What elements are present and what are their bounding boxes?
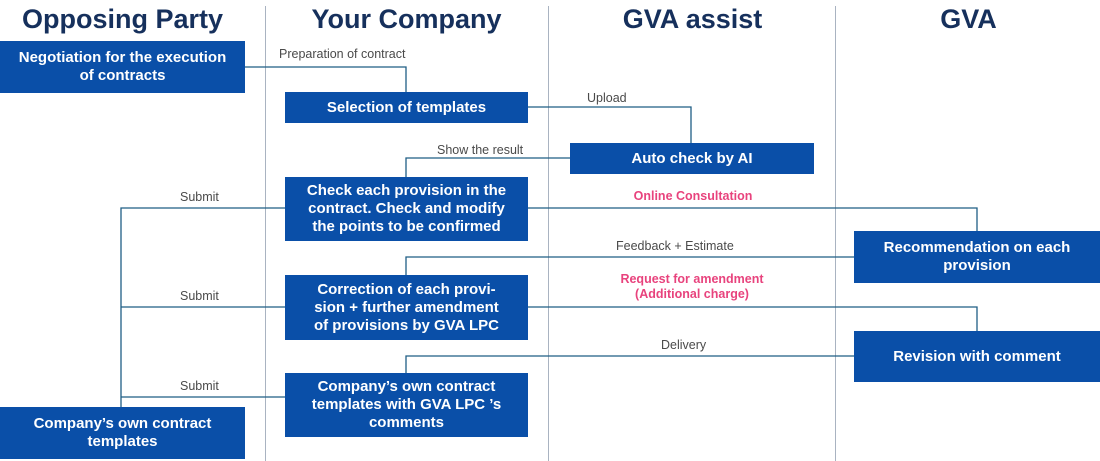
lane-divider (835, 6, 836, 461)
label-submit-1: Submit (180, 190, 219, 204)
connector-feedback (405, 256, 854, 275)
label-submit-2: Submit (180, 289, 219, 303)
label-online-consultation: Online Consultation (633, 189, 753, 203)
connector-preparation (245, 66, 407, 92)
lane-header-your-company: Your Company (311, 4, 502, 34)
label-upload: Upload (587, 91, 627, 105)
lane-divider (265, 6, 266, 461)
connector-show-result (405, 157, 570, 177)
box-correction: Correction of each provi- sion + further… (285, 275, 528, 340)
box-own-templates-company: Company’s own contract templates with GV… (285, 373, 528, 437)
box-negotiation: Negotiation for the execution of contrac… (0, 41, 245, 93)
label-preparation: Preparation of contract (279, 47, 406, 61)
label-request-amendment: Request for amendment (Additional charge… (620, 272, 764, 301)
lane-header-opposing-party: Opposing Party (21, 4, 224, 34)
box-recommendation: Recommendation on each provision (854, 231, 1100, 283)
box-check-provision: Check each provision in the contract. Ch… (285, 177, 528, 241)
lane-divider (548, 6, 549, 461)
box-own-templates-party: Company’s own contract templates (0, 407, 245, 459)
box-revision: Revision with comment (854, 331, 1100, 382)
connector-online-consultation (528, 207, 978, 231)
box-auto-check: Auto check by AI (570, 143, 814, 174)
label-delivery: Delivery (661, 338, 707, 352)
connector-delivery (405, 355, 854, 373)
label-show-result: Show the result (437, 143, 524, 157)
connector-upload (500, 106, 692, 143)
label-feedback-estimate: Feedback + Estimate (616, 239, 734, 253)
lane-header-gva: GVA (940, 4, 997, 34)
connector-request-amendment (528, 306, 978, 331)
lane-header-gva-assist: GVA assist (622, 4, 763, 34)
box-selection-of-templates: Selection of templates (285, 92, 528, 123)
connector-submit-1 (120, 207, 285, 407)
label-submit-3: Submit (180, 379, 219, 393)
